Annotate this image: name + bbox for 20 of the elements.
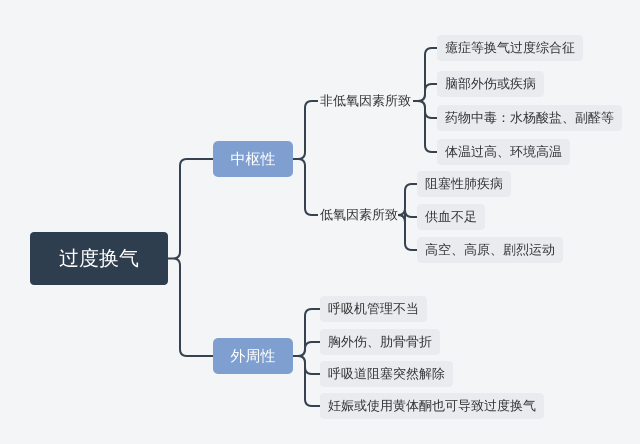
leaf-box: 呼吸机管理不当 (320, 296, 427, 322)
branch-box: 外周性 (213, 338, 293, 374)
leaf-box: 呼吸道阻塞突然解除 (320, 361, 453, 387)
branch-box: 中枢性 (213, 141, 293, 177)
leaf-box: 药物中毒：水杨酸盐、副醛等 (437, 105, 622, 131)
leaf-box: 胸外伤、肋骨骨折 (320, 329, 440, 355)
leaf-box: 体温过高、环境高温 (437, 139, 570, 165)
connector-line (168, 258, 213, 357)
leaf-box: 脑部外伤或疾病 (437, 71, 544, 97)
leaf-box: 癔症等换气过度综合征 (437, 35, 583, 61)
branch-label: 低氧因素所致 (318, 203, 400, 227)
connector-line (413, 100, 437, 153)
leaf-box: 阻塞性肺疾病 (417, 171, 511, 197)
connector-line (397, 183, 417, 216)
branch-label: 非低氧因素所致 (318, 89, 413, 113)
leaf-box: 妊娠或使用黄体酮也可导致过度换气 (320, 393, 544, 419)
topic-box: 过度换气 (30, 232, 168, 284)
leaf-box: 供血不足 (417, 204, 485, 230)
leaf-box: 高空、高原、剧烈运动 (417, 237, 563, 263)
connector-line (397, 214, 417, 251)
